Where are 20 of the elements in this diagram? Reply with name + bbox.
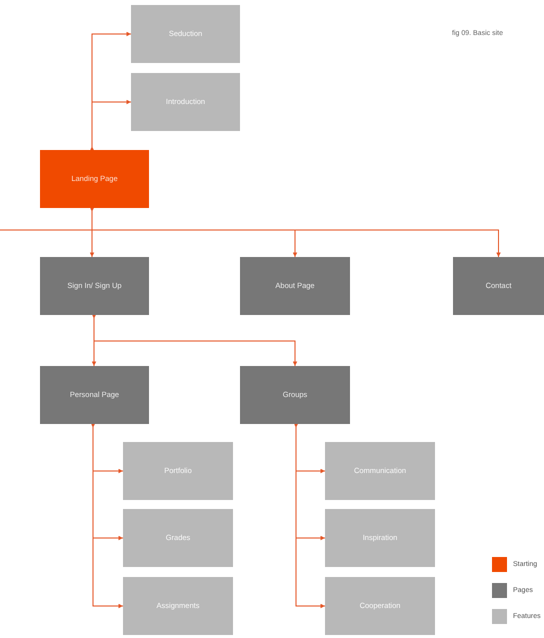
page-box (40, 366, 149, 424)
arrow (90, 100, 132, 150)
arrow (294, 424, 326, 608)
feature-box (325, 577, 435, 635)
page-box (453, 257, 544, 315)
arrow (92, 314, 298, 366)
page-box (240, 257, 350, 315)
feature-box (325, 509, 435, 567)
feature-box (123, 442, 233, 500)
feature-box (131, 5, 240, 63)
feature-box (123, 577, 233, 635)
feature-box (325, 442, 435, 500)
start-page-box (40, 150, 149, 208)
arrow (91, 424, 124, 608)
page-box (240, 366, 350, 424)
page-box (40, 257, 149, 315)
feature-box (131, 73, 240, 131)
arrow (90, 208, 501, 258)
feature-box (123, 509, 233, 567)
connector-line (0, 208, 92, 230)
